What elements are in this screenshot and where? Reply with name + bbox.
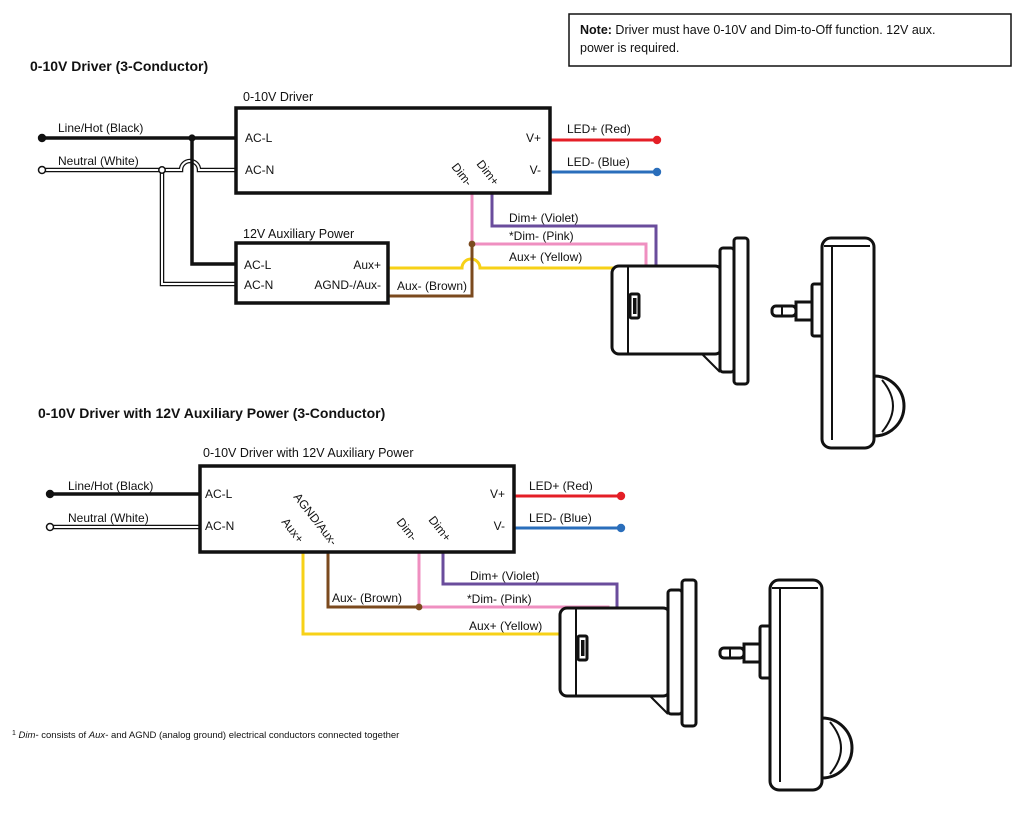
line-hot-terminal bbox=[37, 133, 47, 143]
terminal-ac-n: AC-N bbox=[245, 163, 274, 177]
aux-minus-label: Aux- (Brown) bbox=[397, 279, 467, 293]
led-minus-label-2: LED- (Blue) bbox=[529, 511, 592, 525]
section1-title: 0-10V Driver (3-Conductor) bbox=[30, 58, 208, 74]
aux-minus-label-2: Aux- (Brown) bbox=[332, 591, 402, 605]
aux-plus-label-2: Aux+ (Yellow) bbox=[469, 619, 542, 633]
neutral-label-2: Neutral (White) bbox=[68, 511, 149, 525]
led-plus-label: LED+ (Red) bbox=[567, 122, 631, 136]
neutral-wire-section1 bbox=[37, 158, 236, 287]
dim-plus-label-2: Dim+ (Violet) bbox=[470, 569, 539, 583]
driver-box-section1: 0-10V Driver AC-L AC-N V+ V- Dim- Dim+ bbox=[234, 90, 552, 195]
driver-box-section2: 0-10V Driver with 12V Auxiliary Power AC… bbox=[198, 446, 516, 554]
line-hot-wire-section1 bbox=[37, 133, 236, 266]
aux-power-title: 12V Auxiliary Power bbox=[243, 227, 354, 241]
led-plus-label-2: LED+ (Red) bbox=[529, 479, 593, 493]
neutral-label: Neutral (White) bbox=[58, 154, 139, 168]
terminal-v-minus-2: V- bbox=[494, 519, 505, 533]
terminal-ac-l: AC-L bbox=[245, 131, 273, 145]
aux-terminal-aux-plus: Aux+ bbox=[353, 258, 381, 272]
line-hot-label-2: Line/Hot (Black) bbox=[68, 479, 153, 493]
terminal-v-plus-2: V+ bbox=[490, 487, 505, 501]
driver-title: 0-10V Driver bbox=[243, 90, 313, 104]
pink-brown-junction-2 bbox=[415, 603, 423, 611]
neutral-junction bbox=[158, 166, 166, 174]
dim-wires-section1 bbox=[388, 193, 658, 298]
terminal-ac-n-2: AC-N bbox=[205, 519, 234, 533]
note-line-1: Note: Driver must have 0-10V and Dim-to-… bbox=[580, 23, 935, 37]
section2-title: 0-10V Driver with 12V Auxiliary Power (3… bbox=[38, 405, 385, 421]
occupancy-sensor-switch-2 bbox=[558, 578, 854, 792]
line-hot-wire-section2 bbox=[45, 489, 200, 499]
led-wires-section2 bbox=[514, 491, 626, 533]
aux-plus-label: Aux+ (Yellow) bbox=[509, 250, 582, 264]
dim-minus-label-2: *Dim- (Pink) bbox=[467, 592, 532, 606]
led-wires-section1 bbox=[550, 135, 662, 177]
aux-terminal-ac-l: AC-L bbox=[244, 258, 272, 272]
aux-power-box-section1: 12V Auxiliary Power AC-L AC-N Aux+ AGND-… bbox=[234, 227, 390, 305]
note-line-2: power is required. bbox=[580, 41, 679, 55]
aux-terminal-ac-n: AC-N bbox=[244, 278, 273, 292]
occupancy-sensor-switch-1 bbox=[610, 236, 906, 450]
line-hot-junction bbox=[188, 134, 196, 142]
aux-terminal-agnd: AGND-/Aux- bbox=[314, 278, 381, 292]
footnote: 1 Dim- consists of Aux- and AGND (analog… bbox=[12, 730, 399, 741]
line-hot-label: Line/Hot (Black) bbox=[58, 121, 143, 135]
neutral-wire-section2 bbox=[45, 522, 200, 532]
neutral-terminal bbox=[37, 165, 47, 175]
note-box: Note: Driver must have 0-10V and Dim-to-… bbox=[568, 13, 1012, 67]
terminal-ac-l-2: AC-L bbox=[205, 487, 233, 501]
driver-aux-title: 0-10V Driver with 12V Auxiliary Power bbox=[203, 446, 414, 460]
dim-plus-label: Dim+ (Violet) bbox=[509, 211, 578, 225]
dim-minus-label: *Dim- (Pink) bbox=[509, 229, 574, 243]
pink-brown-junction bbox=[468, 240, 476, 248]
led-minus-label: LED- (Blue) bbox=[567, 155, 630, 169]
terminal-v-minus: V- bbox=[530, 163, 541, 177]
terminal-v-plus: V+ bbox=[526, 131, 541, 145]
